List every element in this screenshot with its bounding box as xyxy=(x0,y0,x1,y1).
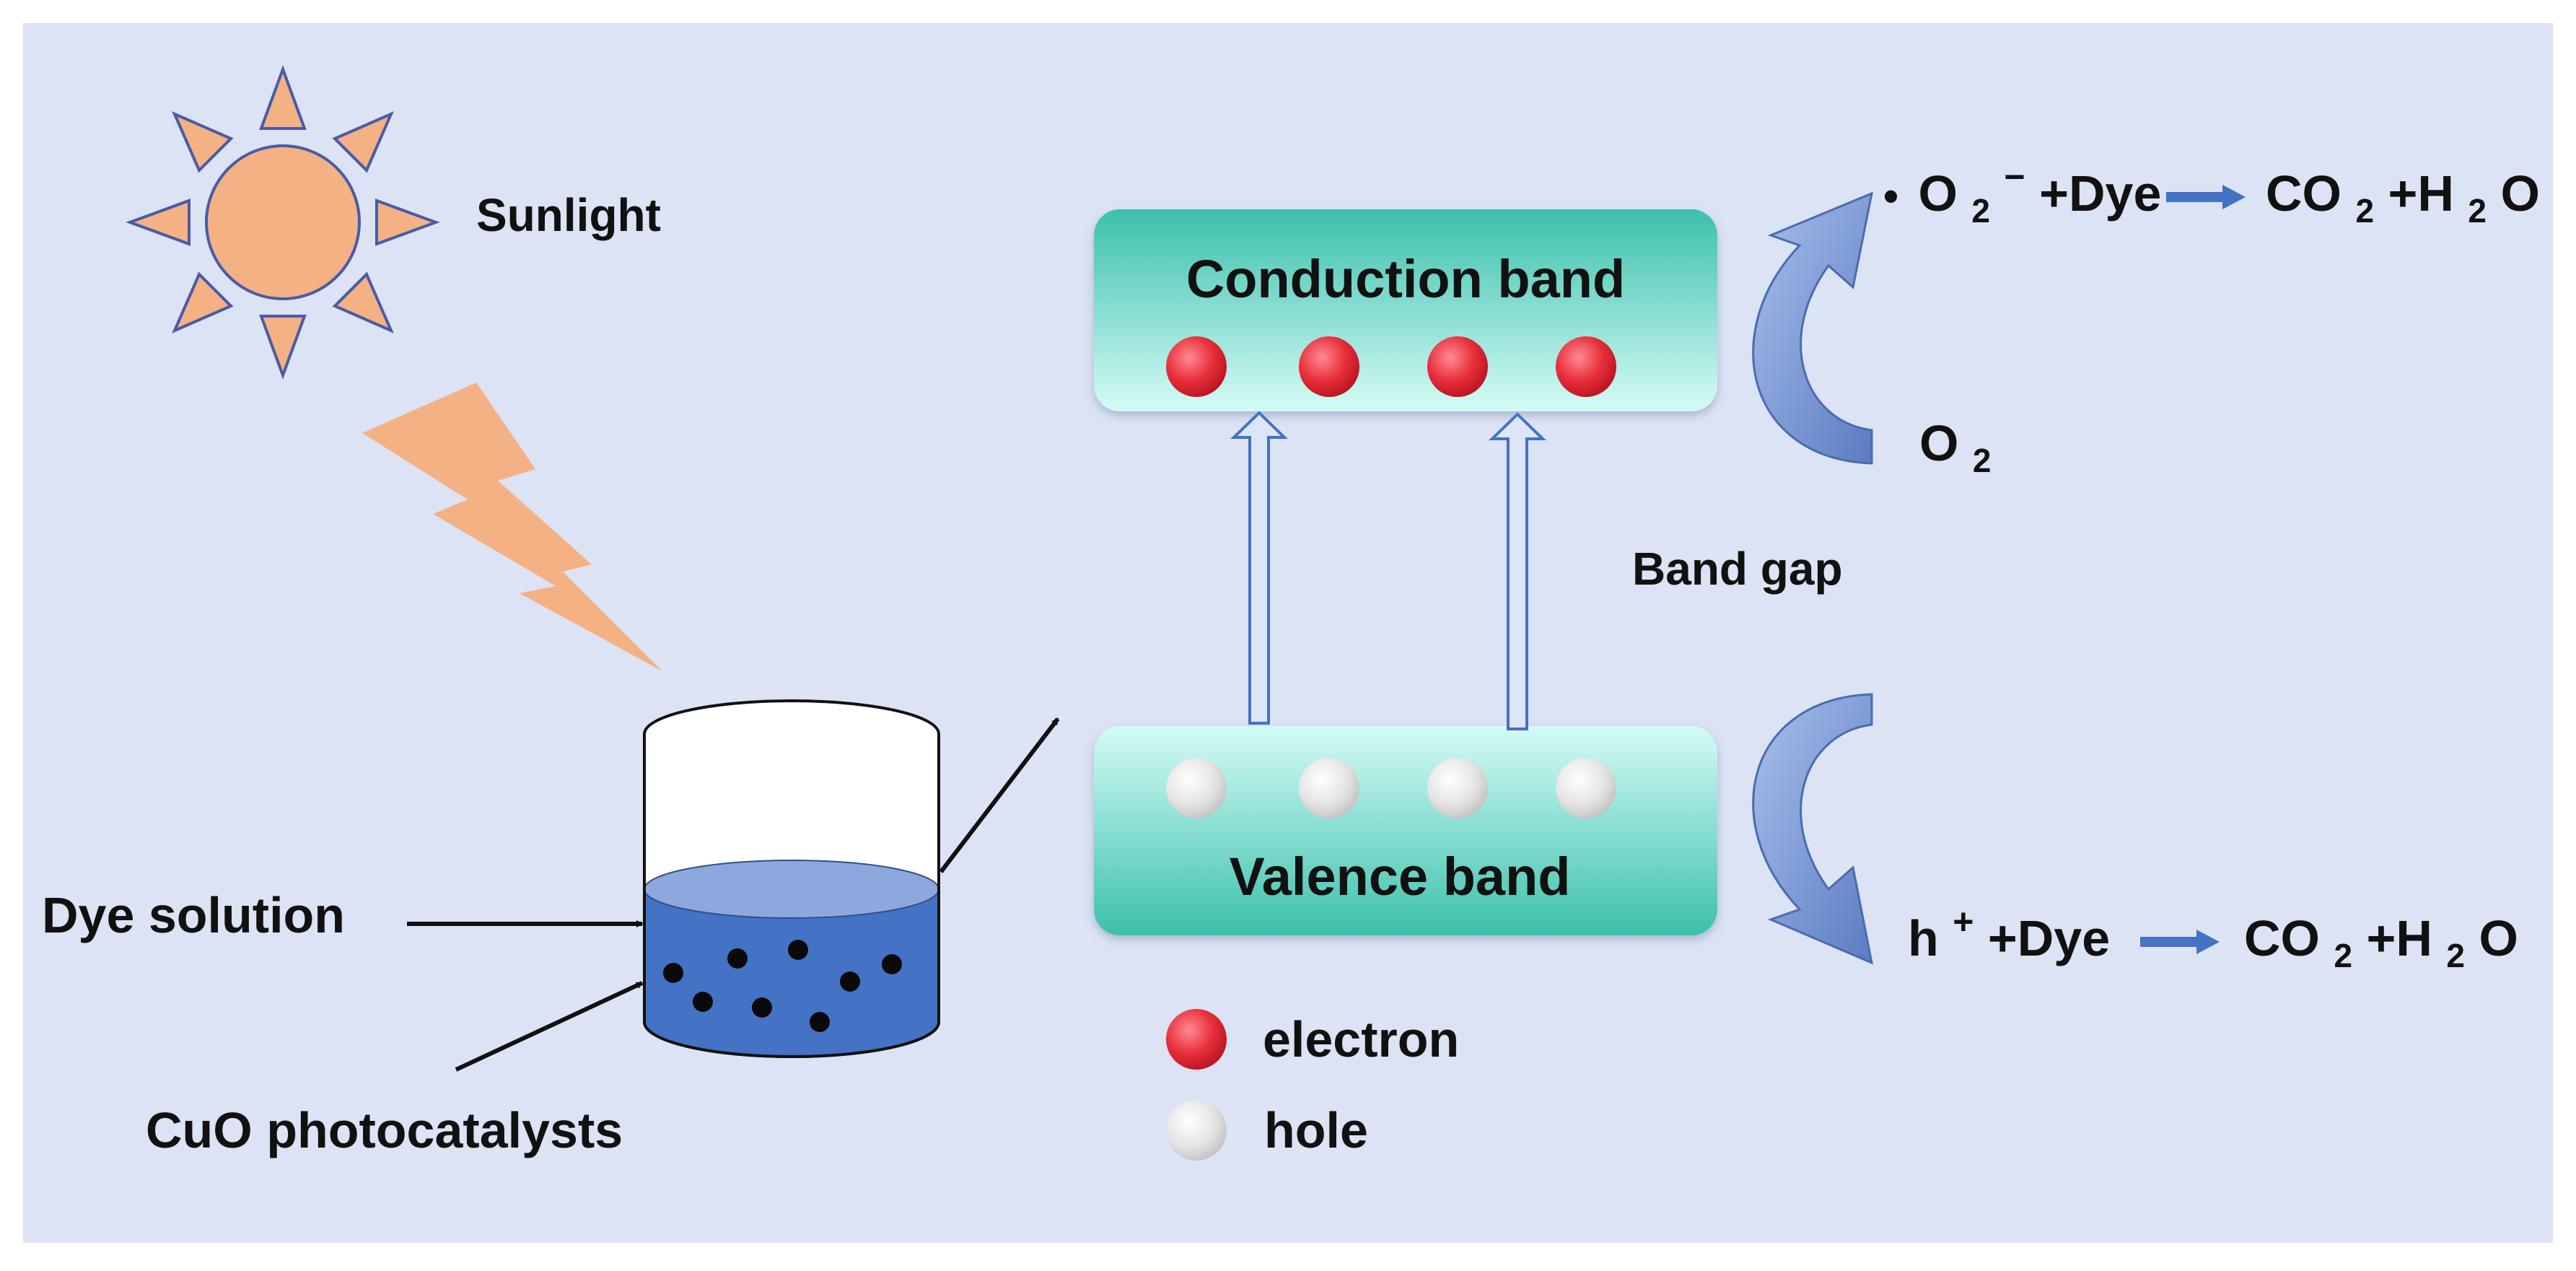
superoxide-reaction: • O 2 − +Dye xyxy=(1883,144,2161,233)
superoxide-product-arrow xyxy=(2166,185,2246,209)
oxygen-label: O 2 xyxy=(1919,415,1992,479)
sunlight-label: Sunlight xyxy=(476,189,661,241)
excitation-arrow xyxy=(1230,411,1288,725)
electron xyxy=(1556,336,1616,397)
catalyst-particles xyxy=(663,940,902,1032)
cuo-photocatalysts-label: CuO photocatalysts xyxy=(146,1102,623,1158)
catalyst-particle xyxy=(663,963,683,983)
hole xyxy=(1166,758,1227,818)
curved-arrow-up xyxy=(1752,191,1874,465)
hole xyxy=(1299,758,1359,818)
catalyst-particle xyxy=(840,971,860,992)
radical-dot: • xyxy=(1883,172,1898,220)
lightning-bolt-icon xyxy=(362,383,662,671)
electron xyxy=(1299,336,1359,397)
hole-product-arrow xyxy=(2140,930,2220,954)
excitation-arrow xyxy=(1489,412,1546,730)
curved-arrow-down xyxy=(1752,693,1874,965)
dye-solution xyxy=(644,889,939,1057)
sun-icon xyxy=(126,65,440,380)
legend: electron hole xyxy=(1166,1009,1459,1161)
hole xyxy=(1556,758,1616,818)
dye-solution-label: Dye solution xyxy=(42,887,345,943)
catalyst-particle xyxy=(810,1012,830,1032)
electron xyxy=(1427,336,1488,397)
band-gap-label: Band gap xyxy=(1632,543,1843,595)
conduction-band-label: Conduction band xyxy=(1186,249,1625,309)
catalyst-particle xyxy=(693,992,713,1012)
hole-product: CO 2 +H 2 O xyxy=(2244,910,2518,978)
hole xyxy=(1427,758,1488,818)
beaker-to-bands-arrow xyxy=(939,717,1060,873)
electron xyxy=(1166,336,1227,397)
cuo-photocatalysts-arrow xyxy=(455,981,644,1072)
legend-hole-marker xyxy=(1166,1100,1227,1161)
legend-hole-label: hole xyxy=(1264,1102,1368,1158)
legend-electron-marker xyxy=(1166,1009,1227,1070)
hole-reaction: h + +Dye xyxy=(1908,888,2110,966)
holes xyxy=(1166,758,1616,818)
valence-band-label: Valence band xyxy=(1230,847,1571,907)
beaker-icon xyxy=(643,699,940,1058)
electrons xyxy=(1166,336,1616,397)
catalyst-particle xyxy=(882,954,902,974)
catalyst-particle xyxy=(752,997,772,1018)
catalyst-particle xyxy=(788,940,808,960)
catalyst-particle xyxy=(727,948,748,969)
solution-surface xyxy=(644,860,939,919)
legend-electron-label: electron xyxy=(1263,1011,1459,1067)
superoxide-product: CO 2 +H 2 O xyxy=(2266,165,2540,233)
